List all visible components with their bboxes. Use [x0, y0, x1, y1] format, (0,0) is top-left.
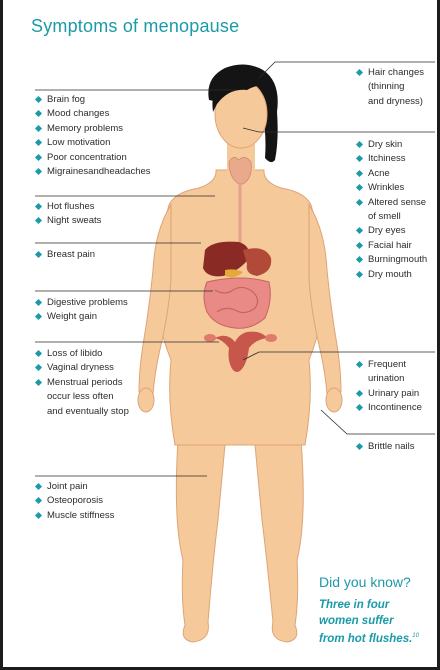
list-item: Frequent — [355, 358, 422, 372]
fact-line: Three in four — [319, 598, 437, 614]
list-brain: Brain fog Mood changes Memory problems L… — [34, 93, 151, 179]
list-item: and dryness) — [355, 95, 424, 109]
list-item: Muscle stiffness — [34, 509, 114, 523]
fact-line: women suffer — [319, 614, 437, 630]
did-you-know-body: Three in four women suffer from hot flus… — [319, 598, 437, 647]
list-item: Joint pain — [34, 480, 114, 494]
list-item: Incontinence — [355, 401, 422, 415]
list-item: Brain fog — [34, 93, 151, 107]
list-item: Breast pain — [34, 248, 95, 262]
list-item: Dry mouth — [355, 268, 427, 282]
list-item: Poor concentration — [34, 151, 151, 165]
list-digestive: Digestive problems Weight gain — [34, 296, 128, 325]
list-hot-flushes: Hot flushes Night sweats — [34, 200, 101, 229]
list-hair: Hair changes (thinning and dryness) — [355, 66, 424, 109]
right-arm — [309, 205, 341, 394]
right-hand — [326, 388, 342, 412]
list-item: of smell — [355, 210, 427, 224]
list-joint: Joint pain Osteoporosis Muscle stiffness — [34, 480, 114, 523]
list-item: Digestive problems — [34, 296, 128, 310]
fact-text: from hot flushes. — [319, 633, 412, 645]
reference-mark: 10 — [412, 633, 419, 639]
list-item: Vaginal dryness — [34, 361, 129, 375]
fact-line: from hot flushes.10 — [319, 629, 437, 647]
list-item: Urinary pain — [355, 387, 422, 401]
list-item: Facial hair — [355, 239, 427, 253]
list-item: Itchiness — [355, 152, 427, 166]
list-item: Wrinkles — [355, 181, 427, 195]
list-item: occur less often — [34, 390, 129, 404]
list-item: Mood changes — [34, 107, 151, 121]
list-item: Memory problems — [34, 122, 151, 136]
list-libido: Loss of libido Vaginal dryness Menstrual… — [34, 347, 129, 419]
list-item: Night sweats — [34, 214, 101, 228]
right-leg — [255, 440, 303, 642]
left-leg — [176, 440, 225, 642]
list-breast: Breast pain — [34, 248, 95, 262]
list-item: Migrainesandheadaches — [34, 165, 151, 179]
intestines-icon — [204, 278, 270, 328]
list-item: Hair changes — [355, 66, 424, 80]
list-item: Brittle nails — [355, 440, 414, 454]
list-item: Dry eyes — [355, 224, 427, 238]
list-item: and eventually stop — [34, 405, 129, 419]
list-item: Osteoporosis — [34, 494, 114, 508]
list-skin: Dry skin Itchiness Acne Wrinkles Altered… — [355, 138, 427, 282]
list-item: Dry skin — [355, 138, 427, 152]
left-arm — [139, 205, 171, 394]
list-item: Low motivation — [34, 136, 151, 150]
list-nails: Brittle nails — [355, 440, 414, 454]
list-item: Menstrual periods — [34, 376, 129, 390]
list-item: (thinning — [355, 80, 424, 94]
list-item: Loss of libido — [34, 347, 129, 361]
list-item: Weight gain — [34, 310, 128, 324]
list-item: Hot flushes — [34, 200, 101, 214]
list-item: urination — [355, 372, 422, 386]
list-item: Acne — [355, 167, 427, 181]
list-item: Burningmouth — [355, 253, 427, 267]
list-item: Altered sense — [355, 196, 427, 210]
did-you-know-title: Did you know? — [319, 574, 411, 590]
list-urination: Frequent urination Urinary pain Incontin… — [355, 358, 422, 416]
left-hand — [138, 388, 154, 412]
